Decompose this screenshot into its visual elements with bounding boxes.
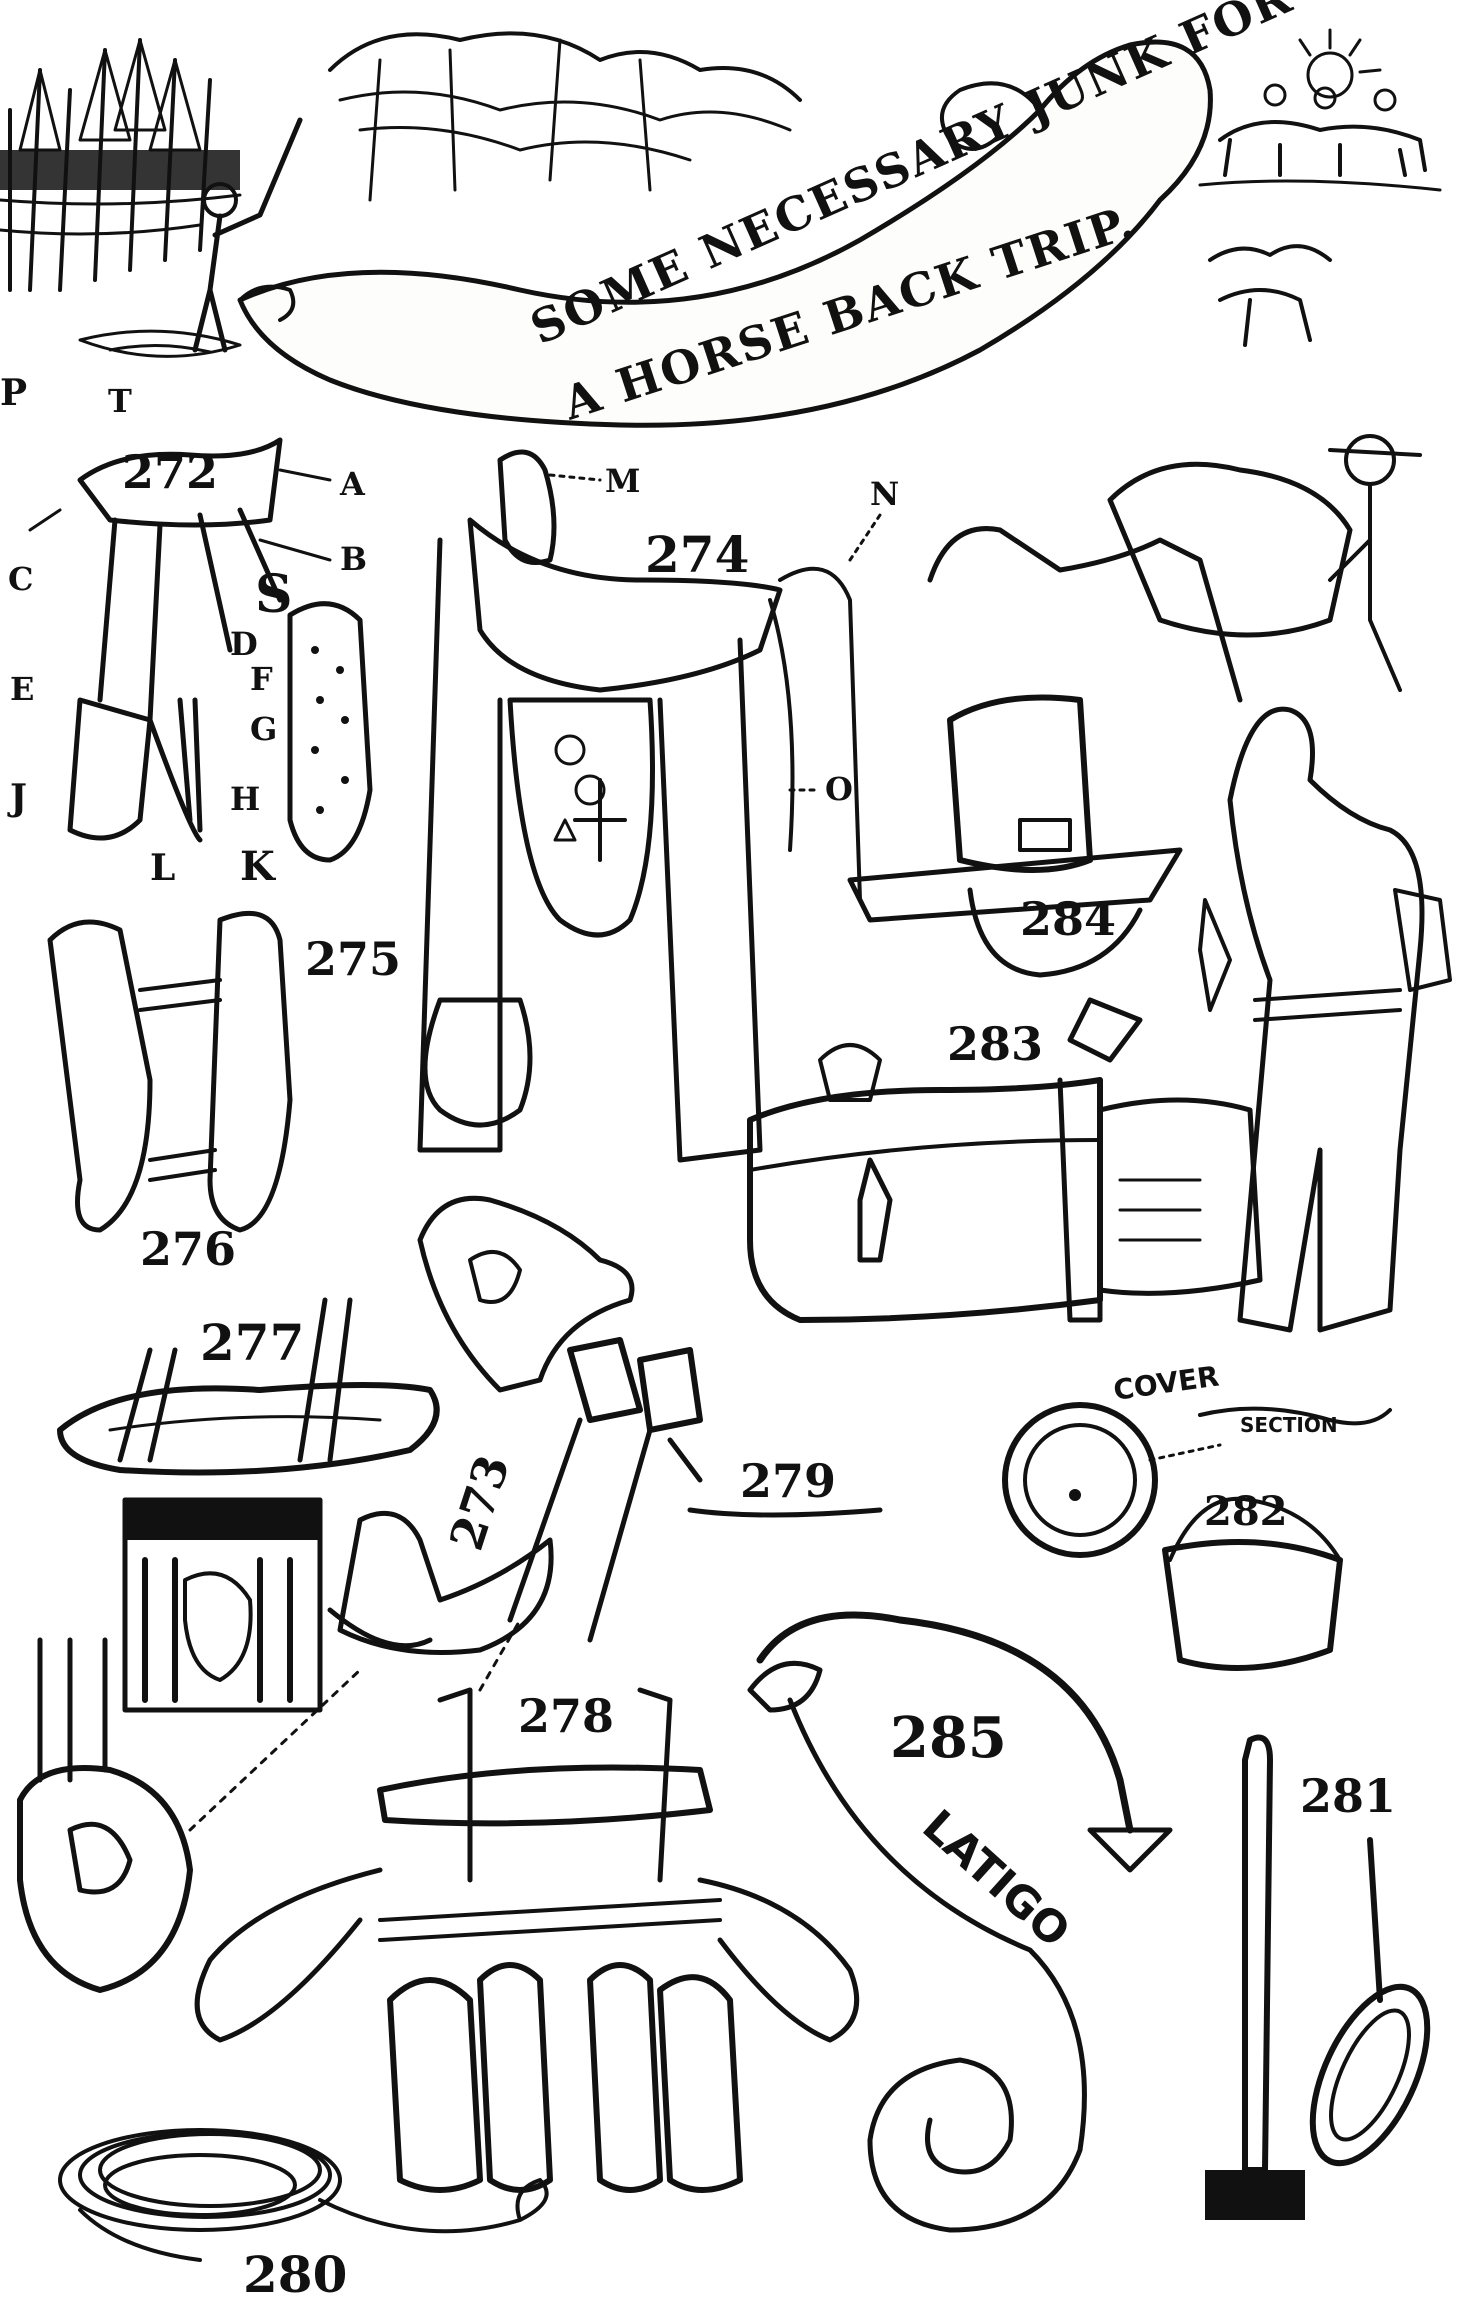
figure-273-saddle-side: 273 (327, 1195, 635, 1655)
label-272-h: H (230, 780, 260, 818)
figure-number-278: 278 (518, 1689, 614, 1743)
saddlebag-drawing (17, 1637, 362, 1993)
figure-number-276: 276 (140, 1222, 236, 1276)
figure-282-camp-kettle: 282 COVER SECTION (1002, 1360, 1392, 1671)
label-272-b: B (340, 540, 367, 578)
label-272-f: F (250, 660, 273, 698)
label-272-d: D (230, 625, 258, 663)
figure-number-284: 284 (1020, 892, 1116, 946)
label-272-j: J (7, 777, 27, 819)
figure-number-272: 272 (122, 445, 218, 499)
header-scene (0, 28, 1442, 358)
label-272-s: S (255, 564, 293, 625)
label-274-n: N (870, 475, 899, 513)
figure-number-279: 279 (740, 1454, 836, 1508)
label-272-c: C (8, 560, 33, 598)
label-272-t: T (108, 382, 132, 420)
figure-277-sawbuck-tree: 277 (57, 1297, 440, 1476)
figure-284-hobbles: 284 (847, 694, 1183, 978)
figure-number-281: 281 (1300, 1769, 1396, 1823)
label-272-a: A (339, 465, 366, 503)
figure-number-277: 277 (200, 1313, 304, 1372)
bushes-drawing (328, 31, 802, 202)
figure-281-axe-and-pan: 281 (1205, 1734, 1431, 2220)
figure-279-cinch-ring: 279 (507, 1337, 883, 1643)
label-272-g: G (250, 710, 277, 748)
figure-number-285: 285 (890, 1705, 1007, 1771)
figure-number-283: 283 (947, 1017, 1043, 1071)
label-274-m: M (605, 462, 640, 500)
section-label: SECTION (1240, 1413, 1338, 1437)
figure-280-lariat: 280 (58, 2128, 549, 2302)
label-272-k: K (240, 843, 276, 890)
figure-number-273: 273 (439, 1449, 520, 1557)
riders-drawing (1198, 28, 1442, 347)
label-274-o: O (825, 770, 853, 808)
forest-drawing (0, 38, 242, 292)
figure-number-282: 282 (1204, 1488, 1288, 1535)
label-272-p: P (0, 372, 27, 414)
figure-number-275: 275 (305, 932, 401, 986)
pack-horse-drawing (927, 434, 1422, 703)
figure-283-panniers: 283 (747, 997, 1263, 1323)
figure-number-274: 274 (645, 525, 749, 584)
figure-274-stock-saddle: 274 M N O (417, 449, 899, 1163)
flag-shield-drawing (122, 1497, 323, 1713)
figure-285-latigo: 285 LATIGO (747, 1611, 1173, 2233)
packed-horse-front-drawing (1198, 706, 1452, 1333)
label-272-e: E (10, 670, 34, 708)
cover-label: COVER (1111, 1360, 1221, 1407)
figure-276-pad-frame: 276 (47, 910, 293, 1276)
title-banner: SOME NECESSARY JUNK FOR A HORSE BACK TRI… (237, 0, 1301, 431)
figure-number-280: 280 (243, 2245, 347, 2302)
figure-278-pack-saddle: 278 (194, 1618, 860, 2193)
fisherman-drawing (78, 117, 303, 358)
figure-275-pad: 275 (287, 601, 401, 986)
label-272-l: L (150, 847, 175, 889)
figure-272-saddle-parts: 272 P T A B C S D F E G J H L K (0, 372, 367, 890)
